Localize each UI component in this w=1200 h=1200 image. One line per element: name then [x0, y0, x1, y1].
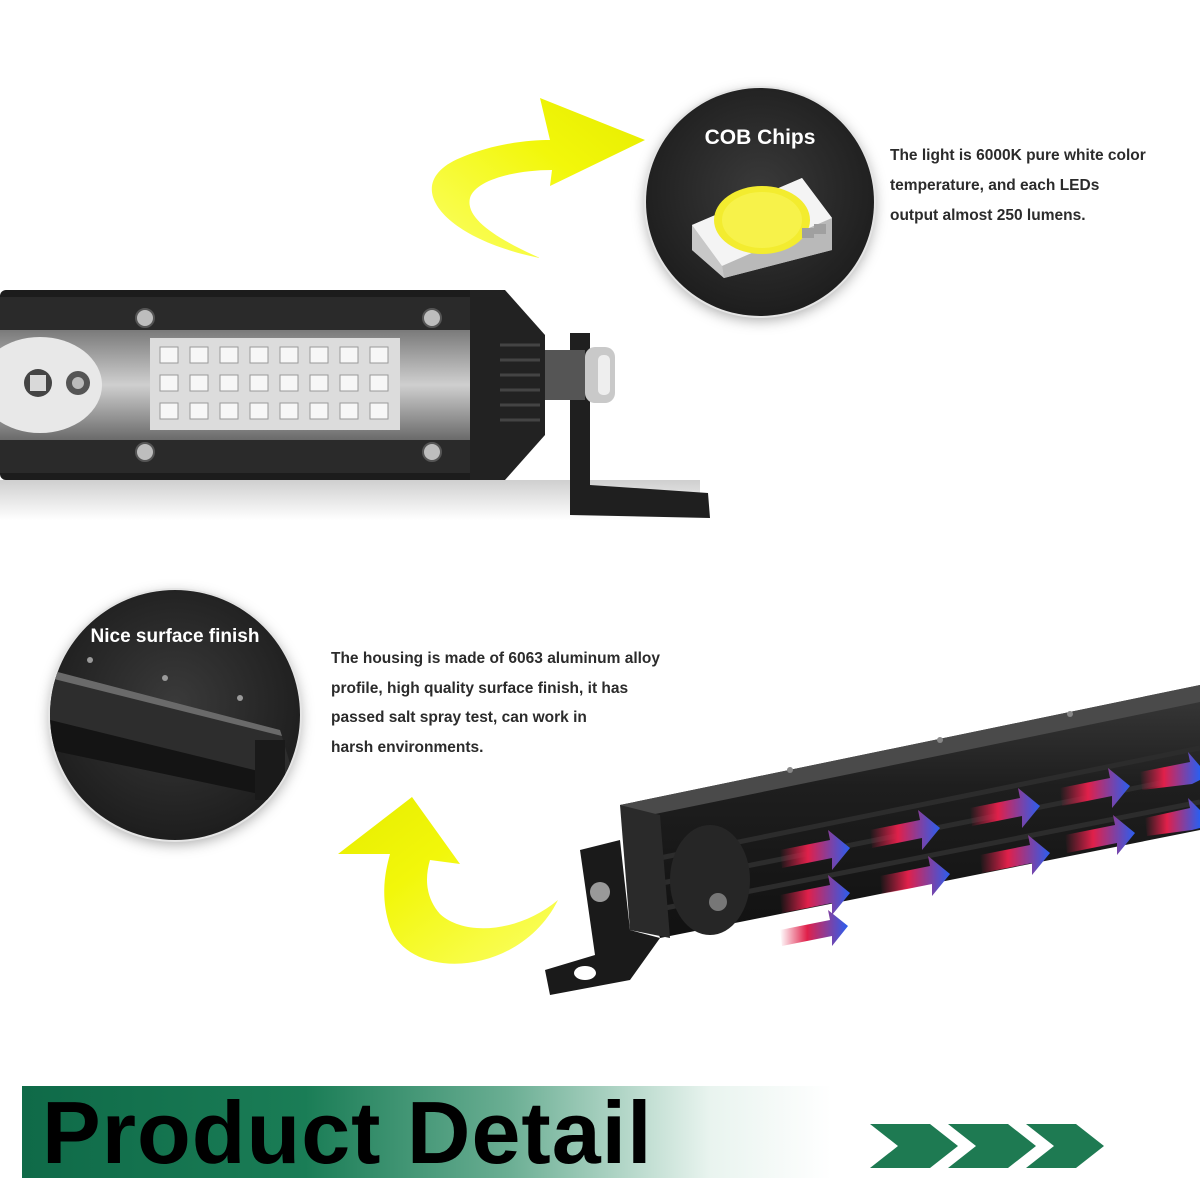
surface-finish-bubble: Nice surface finish	[50, 590, 300, 840]
finish-description-line: harsh environments.	[331, 738, 484, 756]
chevron-right-icon	[870, 1124, 1104, 1168]
cob-description-line: temperature, and each LEDs	[890, 177, 1100, 194]
finish-description-line: passed salt spray test, can work in	[331, 709, 587, 726]
housing-closeup-image	[50, 657, 295, 800]
cob-bubble-title: COB Chips	[704, 126, 816, 149]
curved-arrow-icon	[431, 98, 645, 258]
cob-description: The light is 6000K pure white color temp…	[890, 141, 1146, 231]
light-bar-image	[0, 290, 710, 520]
led-chip-icon	[692, 178, 832, 278]
finish-description: The housing is made of 6063 aluminum all…	[331, 644, 660, 762]
cob-chips-bubble: COB Chips	[646, 88, 874, 316]
curved-arrow-icon	[338, 797, 558, 964]
banner-title: Product Detail	[42, 1083, 653, 1182]
product-detail-banner	[22, 1086, 832, 1178]
cob-description-line: The light is 6000K pure white color	[890, 147, 1146, 164]
cob-description-line: output almost 250 lumens.	[890, 207, 1086, 224]
finish-description-line: profile, high quality surface finish, it…	[331, 679, 629, 697]
light-bar-housing-image	[545, 685, 1200, 995]
finish-description-line: The housing is made of 6063 aluminum all…	[331, 650, 661, 667]
finish-bubble-title: Nice surface finish	[90, 626, 260, 647]
